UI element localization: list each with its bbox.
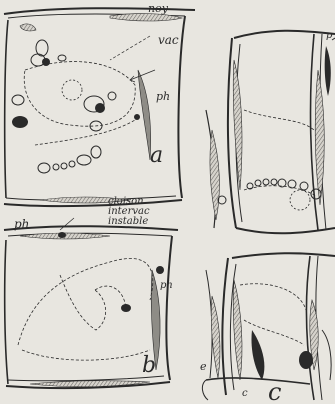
label-noy: noy	[148, 2, 169, 15]
panel-letter-b: b	[142, 353, 156, 378]
label-ph-b-top: ph	[14, 217, 29, 231]
label-vac: vac	[158, 33, 179, 47]
label-cloison-3: instable	[108, 216, 148, 227]
label-ph-b-side: ph	[160, 280, 173, 291]
label-c-small: c	[242, 388, 248, 399]
label-e-left: e	[200, 360, 207, 373]
panel-letter-c: c	[268, 378, 281, 404]
label-ph-a: ph	[156, 90, 170, 103]
panel-letter-a: a	[150, 143, 163, 168]
label-p-edge: p	[326, 30, 333, 41]
